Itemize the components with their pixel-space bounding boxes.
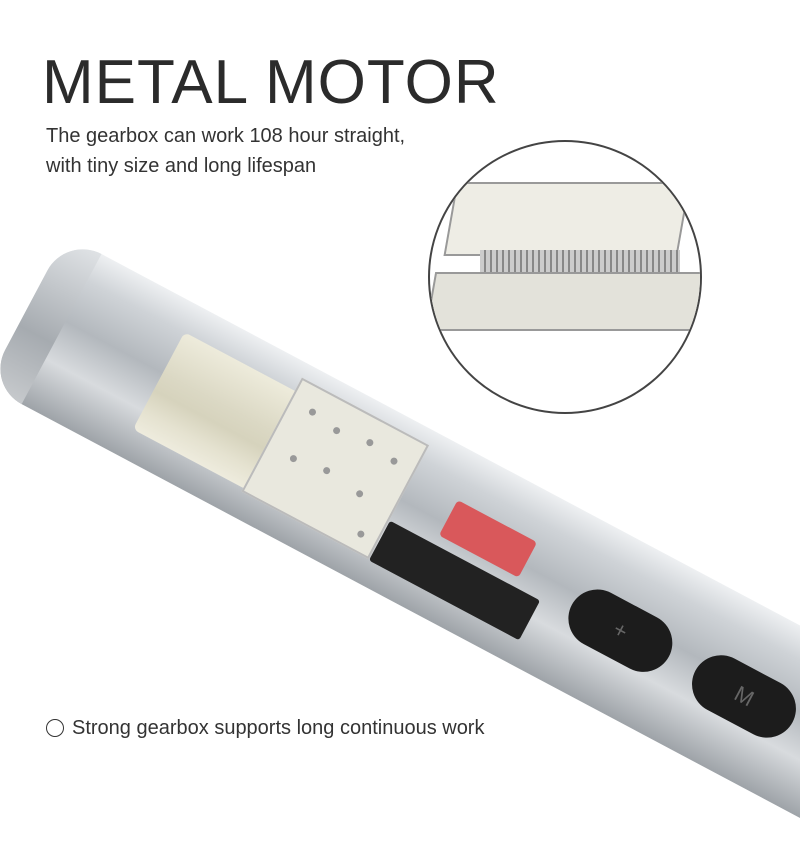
plus-label: + xyxy=(609,616,633,645)
subtitle-line-1: The gearbox can work 108 hour straight, xyxy=(46,125,406,147)
subtitle-line-2: with tiny size and long lifespan xyxy=(46,155,317,177)
pen-button-mode: M xyxy=(681,645,800,748)
radio-circle-icon xyxy=(46,719,64,737)
feature-text: Strong gearbox supports long continuous … xyxy=(72,717,485,739)
gearbox-top-plate xyxy=(443,182,691,256)
pen-cap xyxy=(0,235,102,405)
page-title: METAL MOTOR xyxy=(42,48,500,117)
gearbox-base-plate xyxy=(430,272,700,331)
mode-label: M xyxy=(730,680,759,712)
gearbox-detail-inset xyxy=(428,140,702,414)
pen-button-plus: + xyxy=(558,579,683,683)
